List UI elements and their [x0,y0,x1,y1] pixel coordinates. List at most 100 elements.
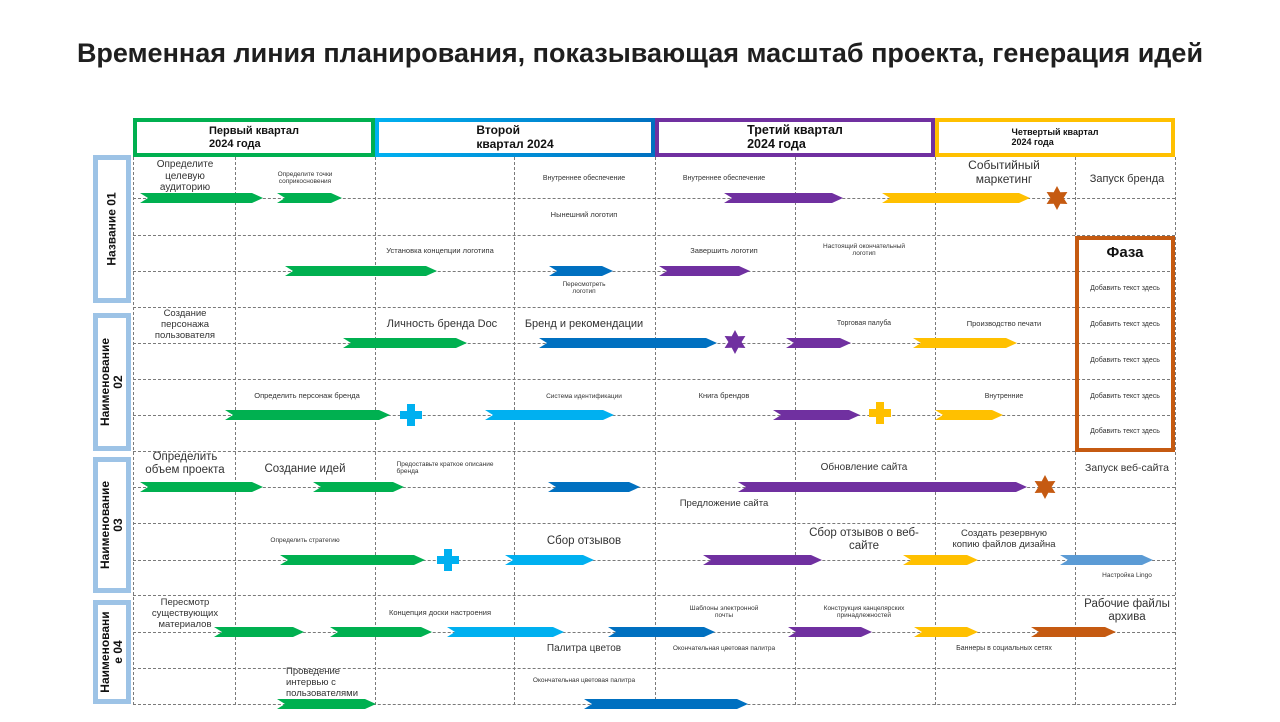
task-label: Окончательная цветовая палитра [532,677,636,684]
milestone-star-icon [724,330,746,354]
task-arrow [914,627,978,637]
grid-line [133,235,1175,236]
group-04: Наименовани е 04 [93,600,131,704]
grid-line [133,560,1175,561]
task-label: Система идентификации [546,393,622,400]
task-label: Установка концепции логотипа [386,246,494,255]
task-arrow [659,266,750,276]
milestone-cross-icon [869,402,891,424]
phase-item: Добавить текст здесь [1090,321,1160,328]
task-arrow [549,266,613,276]
task-label: Определить объем проекта [145,451,225,477]
task-label: Определить персонаж бренда [254,391,360,400]
task-arrow [539,338,717,348]
task-arrow [548,482,640,492]
grid-line [935,157,936,705]
task-arrow [313,482,404,492]
task-label: Концепция доски настроения [388,608,492,617]
task-label: Создать резервную копию файлов дизайна [952,528,1056,550]
task-label: Торговая палуба [836,320,892,327]
task-label: Внутреннее обеспечение [682,175,766,182]
task-label: Личность бренда Doc [386,318,498,330]
quarter-header-q2: Второй квартал 2024 [375,118,655,157]
task-label: Событийный маркетинг [968,158,1040,186]
task-label: Предоставьте краткое описание бренда [396,461,494,476]
phase-item: Добавить текст здесь [1090,428,1160,435]
quarter-header-q3: Третий квартал 2024 года [655,118,935,157]
milestone-star-icon [1046,186,1068,210]
task-label: Проведение интервью с пользователями [286,666,358,699]
grid-line [133,451,1175,452]
task-label: Запуск бренда [1089,173,1165,185]
task-arrow [140,482,263,492]
task-arrow [788,627,872,637]
task-label: Нынешний логотип [550,210,618,219]
task-label: Настройка Lingo [1102,572,1152,579]
task-arrow [1060,555,1153,565]
task-label: Окончательная цветовая палитра [672,645,776,652]
grid-line [133,198,1175,199]
task-label: Палитра цветов [546,643,622,654]
task-arrow [485,410,614,420]
milestone-cross-icon [400,404,422,426]
phase-title: Фаза [1106,244,1144,261]
task-label: Конструкция канцелярских принадлежностей [823,605,905,620]
task-label: Баннеры в социальных сетях [956,645,1052,652]
task-label: Запуск веб-сайта [1085,462,1169,474]
task-arrow [343,338,467,348]
task-label: Книга брендов [698,391,750,400]
task-arrow [724,193,843,203]
task-arrow [140,193,263,203]
grid-line [133,157,134,705]
grid-line [133,307,1175,308]
task-label: Обновление сайта [820,462,908,473]
task-arrow [505,555,594,565]
grid-line [133,523,1175,524]
milestone-cross-icon [437,549,459,571]
task-arrow [882,193,1030,203]
task-arrow [738,482,1027,492]
grid-line [133,271,1175,272]
task-label: Шаблоны электронной почты [689,605,759,620]
milestone-star-icon [1034,475,1056,499]
quarter-header-q4: Четвертый квартал 2024 года [935,118,1175,157]
quarter-header-q1: Первый квартал 2024 года [133,118,375,157]
task-label: Пересмотреть логотип [562,281,606,296]
task-label: Пересмотр существующих материалов [151,597,219,630]
task-label: Сбор отзывов о веб- сайте [809,527,919,553]
task-arrow [330,627,432,637]
quarter-label: Третий квартал 2024 года [747,122,843,151]
group-03: Наименование 03 [93,457,131,593]
task-arrow [584,699,748,709]
phase-box [1075,236,1175,452]
quarter-label: Второй квартал 2024 [476,123,554,151]
grid-line [133,668,1175,669]
grid-line [235,157,236,705]
task-label: Завершить логотип [690,246,758,255]
task-arrow [1031,627,1116,637]
phase-item: Добавить текст здесь [1090,285,1160,292]
task-label: Определите точки соприкосновения [277,171,333,186]
task-arrow [447,627,564,637]
task-label: Создание идей [264,463,346,475]
grid-line [795,157,796,705]
quarter-label: Четвертый квартал 2024 года [1011,126,1099,147]
grid-line [133,487,1175,488]
task-label: Определить стратегию [270,537,340,544]
task-label: Предложение сайта [679,498,769,509]
group-02: Наименование 02 [93,313,131,451]
phase-item: Добавить текст здесь [1090,393,1160,400]
task-label: Определите целевую аудиторию [156,159,214,193]
grid-line [655,157,656,705]
task-label: Внутреннее обеспечение [542,175,626,182]
task-arrow [773,410,860,420]
task-arrow [608,627,715,637]
grid-line [133,595,1175,596]
task-arrow [277,193,342,203]
group-01: Название 01 [93,155,131,303]
task-arrow [214,627,304,637]
task-label: Производство печати [966,319,1042,328]
phase-item: Добавить текст здесь [1090,357,1160,364]
grid-line [1175,157,1176,705]
